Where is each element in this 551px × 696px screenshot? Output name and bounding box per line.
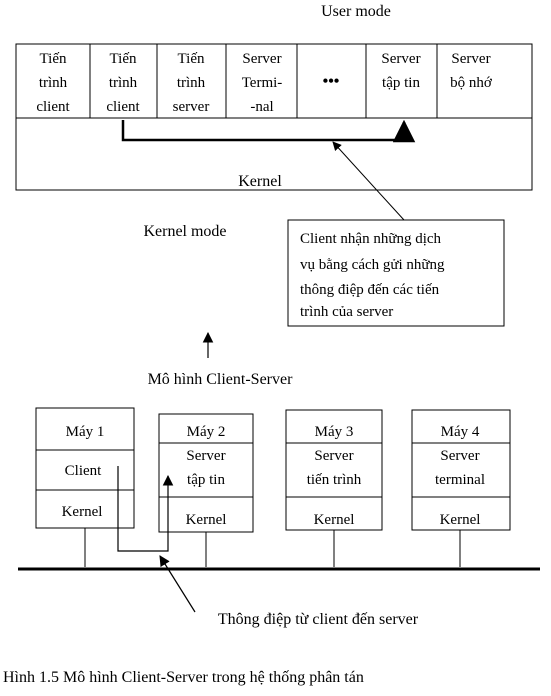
process-server-terminal-line2: Termi- [242, 75, 283, 91]
ellipsis-dots: ••• [323, 73, 340, 90]
note-pointer-arrow [332, 141, 405, 221]
process-client-2-line3: client [106, 99, 140, 115]
machine-2-title: Máy 2 [187, 424, 226, 440]
process-client-1: Tiến trình client [36, 51, 70, 115]
process-file-server-line2: tập tin [382, 75, 420, 91]
process-server-terminal-line1: Server [242, 51, 281, 67]
machine-1-service: Client [65, 463, 102, 479]
message-pointer-arrow [159, 555, 196, 613]
machine-3-service-line1: Server [314, 448, 353, 464]
kernel-box [15, 43, 533, 191]
process-client-2: Tiến trình client [106, 51, 140, 115]
machine-3-title: Máy 3 [315, 424, 354, 440]
machine-4-title: Máy 4 [441, 424, 480, 440]
machine-4-kernel: Kernel [440, 512, 481, 528]
process-file-server-line1: Server [381, 51, 420, 67]
note-line-2: vụ bằng cách gửi những [300, 257, 445, 273]
process-client-2-line1: Tiến [110, 51, 137, 67]
process-server-line2: trình [177, 75, 206, 91]
machine-1-kernel: Kernel [62, 504, 103, 520]
process-server-line1: Tiến [178, 51, 205, 67]
process-server-line3: server [173, 99, 210, 115]
process-server: Tiến trình server [173, 51, 210, 115]
process-client-1-line2: trình [39, 75, 68, 91]
machine-2-service-line1: Server [186, 448, 225, 464]
process-file-server: Server tập tin [381, 51, 420, 91]
process-client-1-line1: Tiến [40, 51, 67, 67]
user-mode-label: User mode [321, 3, 391, 20]
process-ellipsis: ••• [323, 73, 340, 90]
process-client-1-line3: client [36, 99, 70, 115]
note-line-3: thông điệp đến các tiến [300, 282, 440, 298]
process-server-terminal: Server Termi- -nal [242, 51, 283, 115]
machine-3: Máy 3 Server tiến trình Kernel [285, 409, 383, 531]
process-client-2-line2: trình [109, 75, 138, 91]
machine-4-service-line2: terminal [435, 472, 485, 488]
kernel-mode-label: Kernel mode [143, 223, 226, 240]
machine-1: Máy 1 Client Kernel [35, 407, 135, 529]
machine-4-service-line1: Server [440, 448, 479, 464]
process-memory-server-line2: bộ nhớ [450, 75, 493, 91]
machine-1-title: Máy 1 [66, 424, 105, 440]
network-drops [84, 528, 461, 567]
figure-caption: Hình 1.5 Mô hình Client-Server trong hệ … [3, 669, 364, 686]
machine-4: Máy 4 Server terminal Kernel [411, 409, 511, 531]
message-route-arrow [117, 466, 174, 552]
note-line-1: Client nhận những dịch [300, 231, 442, 247]
machine-2: Máy 2 Server tập tin Kernel [158, 413, 254, 533]
process-memory-server-line1: Server [451, 51, 490, 67]
machine-3-kernel: Kernel [314, 512, 355, 528]
machine-2-kernel: Kernel [186, 512, 227, 528]
process-row [89, 44, 438, 118]
process-server-terminal-line3: -nal [250, 99, 273, 115]
message-label: Thông điệp từ client đến server [218, 611, 419, 628]
kernel-label: Kernel [238, 173, 282, 190]
machine-2-service-line2: tập tin [187, 472, 225, 488]
machine-3-service-line2: tiến trình [307, 472, 362, 488]
note-line-4: trình của server [300, 304, 393, 320]
process-memory-server: Server bộ nhớ [450, 51, 493, 91]
model-label: Mô hình Client-Server [148, 371, 294, 388]
message-path-arrow [121, 119, 416, 143]
note-box: Client nhận những dịch vụ bằng cách gửi … [287, 219, 505, 327]
